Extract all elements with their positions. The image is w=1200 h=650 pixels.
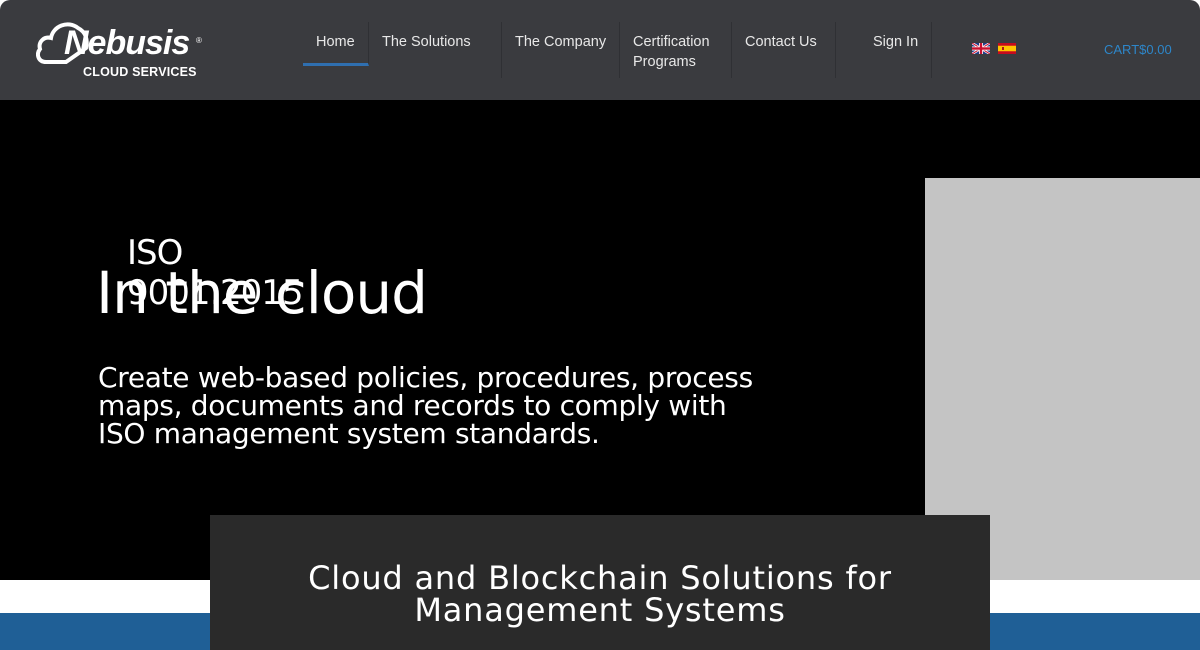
logo-wordmark: Nebusis bbox=[64, 24, 190, 62]
hero-iso-badge: ISO 9001:2015 bbox=[127, 233, 304, 313]
nav-certification-programs-label: Certification Programs bbox=[633, 34, 710, 70]
logo-subtitle: CLOUD SERVICES bbox=[83, 65, 197, 79]
nav-sign-in[interactable]: Sign In bbox=[836, 22, 932, 78]
nav-home[interactable]: Home bbox=[303, 22, 369, 66]
nav-the-solutions[interactable]: The Solutions bbox=[369, 22, 502, 78]
cart-link[interactable]: CART$0.00 bbox=[1104, 42, 1172, 57]
registered-mark: ® bbox=[196, 36, 202, 45]
uk-flag-icon[interactable] bbox=[972, 43, 990, 54]
nav-contact-us[interactable]: Contact Us bbox=[732, 22, 836, 78]
hero-description: Create web-based policies, procedures, p… bbox=[98, 361, 753, 450]
solutions-card-title: Cloud and Blockchain Solutions for Manag… bbox=[308, 559, 892, 629]
cloud-logo-icon bbox=[36, 22, 89, 64]
solutions-card: Cloud and Blockchain Solutions for Manag… bbox=[210, 515, 990, 650]
logo[interactable]: Nebusis ® CLOUD SERVICES bbox=[36, 16, 216, 82]
spain-flag-icon[interactable] bbox=[998, 43, 1016, 54]
nav-certification-programs[interactable]: Certification Programs bbox=[620, 22, 732, 78]
hero-title: In the cloud bbox=[96, 259, 428, 327]
hero-image-placeholder bbox=[925, 178, 1200, 580]
site-header: Nebusis ® CLOUD SERVICES Home The Soluti… bbox=[0, 0, 1200, 100]
nav-the-company[interactable]: The Company bbox=[502, 22, 620, 78]
